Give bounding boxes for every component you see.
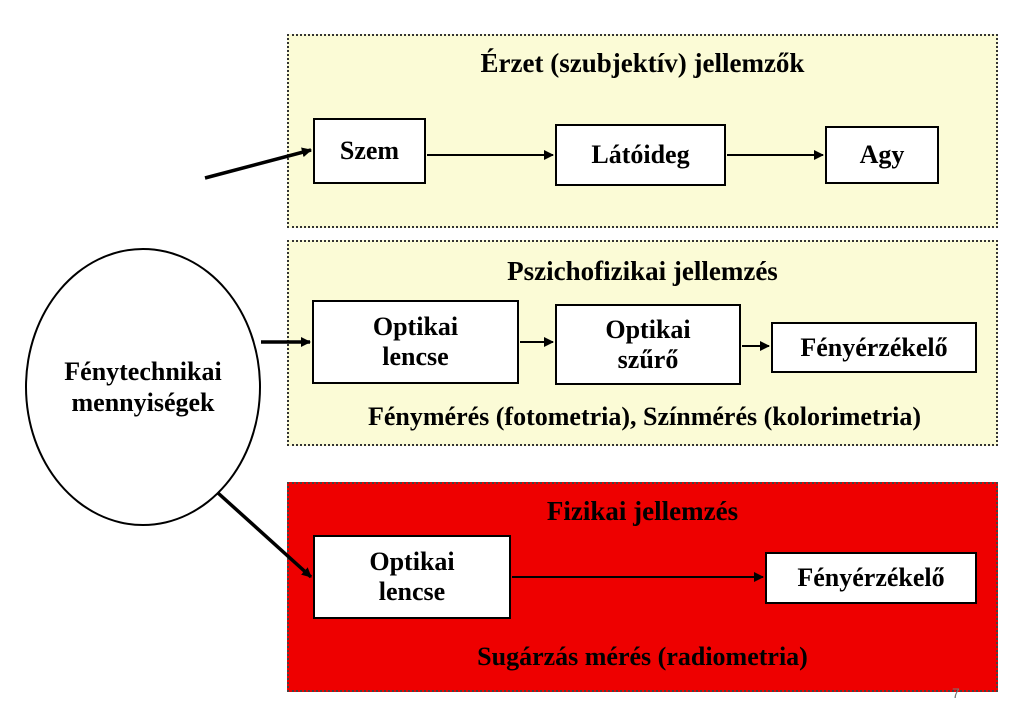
box-optical-lens-2: Optikai lencse	[313, 535, 511, 619]
box-latoideg: Látóideg	[555, 124, 726, 186]
arrow-ellipse-to-szem	[204, 147, 312, 180]
panel-subjective-title: Érzet (szubjektív) jellemzők	[480, 48, 805, 78]
panel-physical-title: Fizikai jellemzés	[546, 496, 739, 526]
box-optical-lens-1: Optikai lencse	[312, 300, 519, 384]
panel-psychophysical-title: Pszichofizikai jellemzés	[507, 256, 778, 286]
arrow-ellipse-to-physical-lens	[216, 491, 313, 579]
panel-physical-caption: Sugárzás mérés (radiometria)	[477, 642, 808, 671]
box-light-sensor-2: Fényérzékelő	[765, 552, 977, 604]
panel-psychophysical-caption: Fénymérés (fotometria), Színmérés (kolor…	[368, 402, 921, 431]
box-light-sensor-1: Fényérzékelő	[771, 322, 977, 373]
ellipse-light-quantities: Fénytechnikai mennyiségek	[25, 248, 261, 526]
box-agy: Agy	[825, 126, 939, 184]
box-szem: Szem	[313, 118, 426, 184]
box-optical-filter: Optikai szűrő	[555, 304, 741, 385]
page-number: 7	[952, 685, 960, 701]
